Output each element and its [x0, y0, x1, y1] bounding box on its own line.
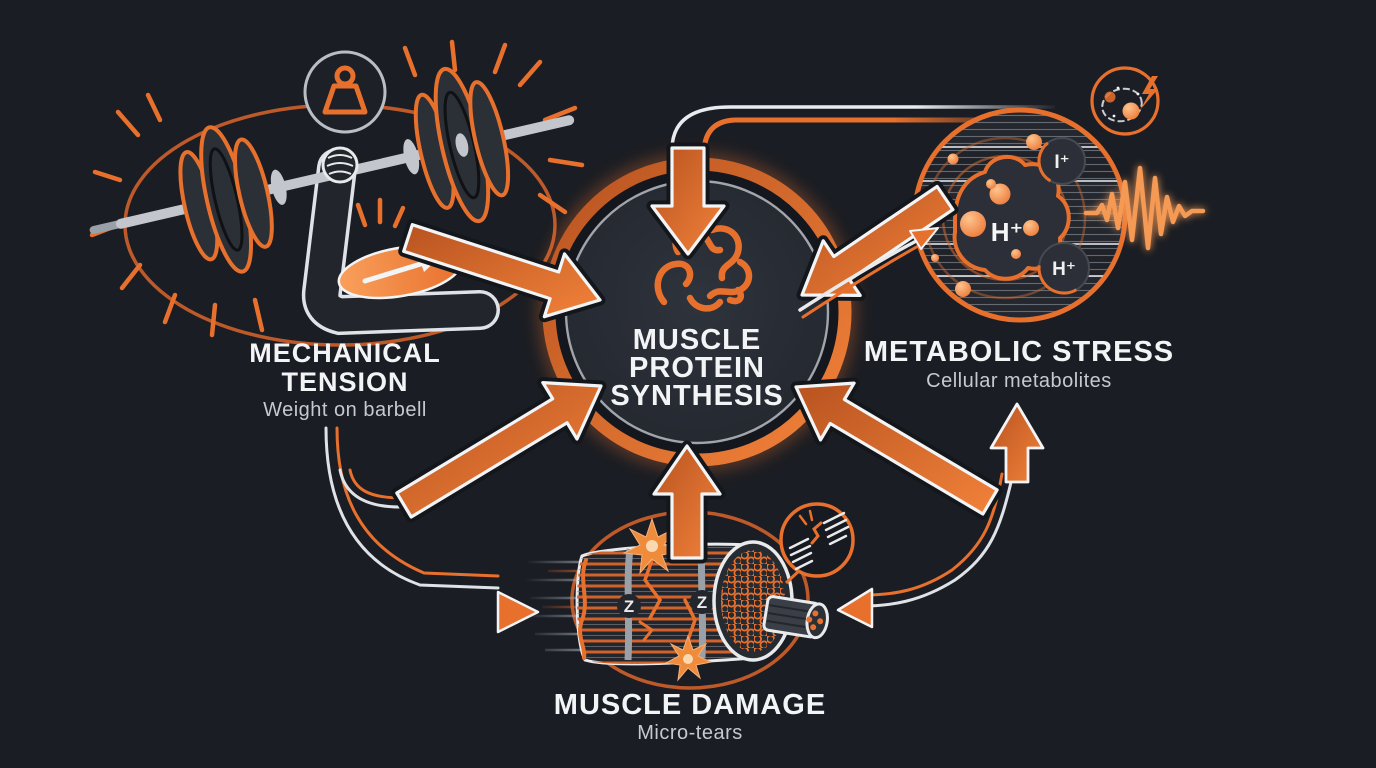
path-mechanical-to-muscle: [324, 426, 540, 634]
effort-burst-right: [402, 39, 585, 215]
metabolite-dot: [947, 153, 959, 165]
arrow-mechanical-into-hub: [398, 219, 606, 323]
mechanical-tension-label: MECHANICAL TENSION Weight on barbell: [249, 338, 441, 421]
arrow-metabolic-into-hub: [796, 180, 959, 301]
ion-label-bottom: H⁺: [1052, 259, 1076, 280]
arrowhead-up-to-metabolic: [989, 402, 1045, 484]
hub-title-line2: PROTEIN: [629, 352, 765, 384]
node-title: MECHANICAL: [249, 338, 441, 368]
metabolite-sphere: [986, 179, 996, 189]
weight-plates-left: [178, 125, 287, 274]
ion-blob: [952, 155, 1071, 281]
z-band-label: Z: [697, 593, 707, 612]
arrow-top-into-hub: [646, 142, 730, 260]
node-subtitle: Cellular metabolites: [926, 370, 1112, 392]
node-title: METABOLIC STRESS: [864, 336, 1174, 368]
gripping-hand: [321, 146, 359, 184]
metabolite-sphere: [989, 183, 1011, 205]
muscle-damage-illustration: Z Z: [522, 502, 855, 682]
metabolic-stress-illustration: H⁺ I⁺ H⁺: [912, 66, 1206, 323]
node-subtitle: Weight on barbell: [263, 399, 427, 421]
path-muscle-to-metabolic: [836, 402, 1045, 629]
metabolite-sphere: [1011, 249, 1021, 259]
muscle-damage-label: MUSCLE DAMAGE Micro-tears: [554, 689, 826, 744]
node-subtitle: Micro-tears: [637, 722, 743, 744]
weight-plates-right: [403, 66, 511, 224]
pulse-wave-icon: [1083, 165, 1206, 251]
lightning-bolt-icon: [1140, 76, 1158, 110]
arrow-muscle-into-hub: [648, 440, 726, 564]
tear-starburst: [664, 634, 713, 682]
node-title: MUSCLE DAMAGE: [554, 689, 826, 721]
metabolite-dot: [931, 254, 939, 262]
hub-title-line1: MUSCLE: [633, 324, 761, 356]
tear-crack: [578, 558, 588, 660]
tear-crack: [683, 598, 697, 642]
bicep-burst: [355, 197, 406, 229]
cell-lightning-icon: [1090, 66, 1160, 136]
tear-crack: [638, 620, 655, 642]
mechanical-tension-illustration: [89, 39, 585, 338]
tear-crack: [643, 558, 663, 620]
myofibril: [762, 595, 829, 640]
torn-fiber-icon: [779, 502, 855, 578]
arm-silhouette: [305, 151, 497, 332]
hub-fill: [566, 181, 828, 443]
metabolite-sphere: [1023, 220, 1039, 236]
hub-title-line3: SYNTHESIS: [610, 380, 783, 412]
arrow-lower-left-into-hub: [391, 377, 607, 523]
arrow-hub-to-metabolic: [798, 227, 939, 319]
z-band-label: Z: [624, 597, 634, 616]
node-title: TENSION: [281, 367, 408, 397]
ion-label-main: H⁺: [991, 217, 1024, 247]
metabolic-stress-label: METABOLIC STRESS Cellular metabolites: [864, 336, 1174, 392]
metabolite-dot: [1026, 134, 1042, 150]
weight-icon: [303, 50, 387, 134]
metabolite-sphere: [960, 211, 986, 237]
arrowhead-into-muscle-right: [836, 587, 874, 629]
metabolite-dot: [955, 281, 971, 297]
arrowhead-into-muscle-left: [496, 590, 540, 634]
arrow-lower-right-into-hub: [790, 377, 1003, 520]
ion-label-top: I⁺: [1054, 152, 1069, 173]
